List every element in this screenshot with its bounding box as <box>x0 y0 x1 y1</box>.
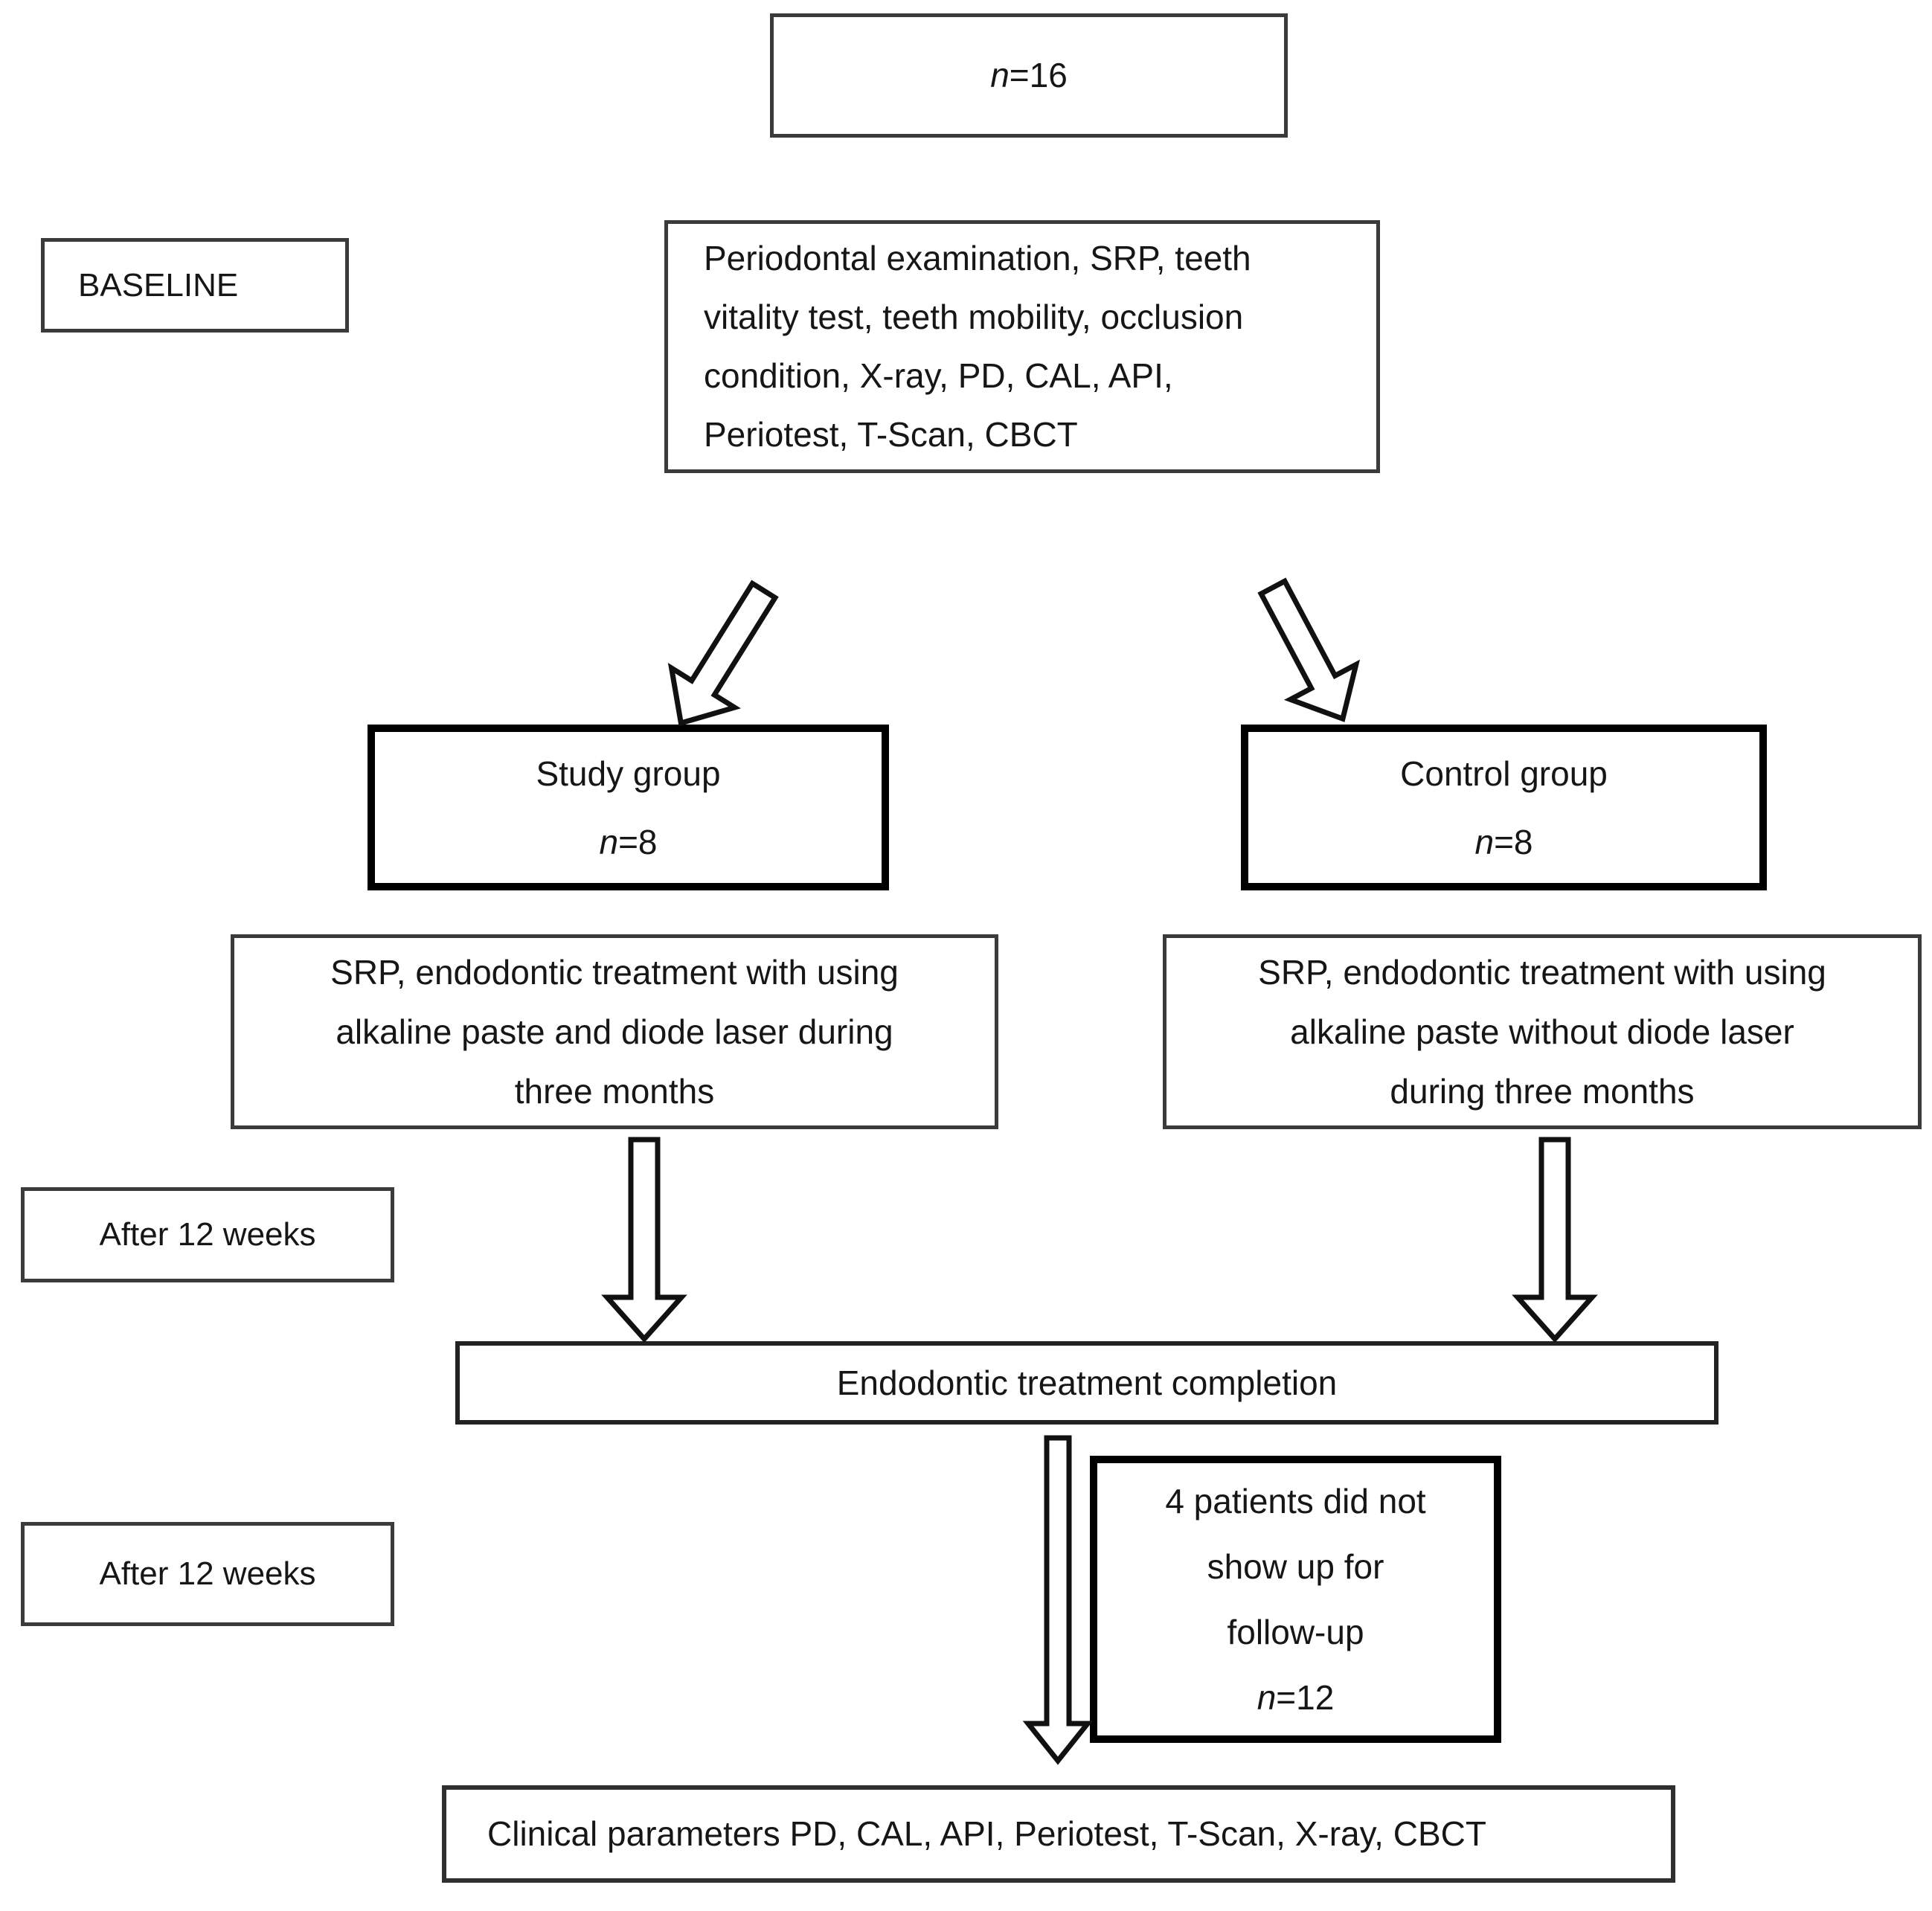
study-group-n-value: =8 <box>618 822 658 861</box>
enrollment-n-value: =16 <box>1009 56 1068 94</box>
exam-line: vitality test, teeth mobility, occlusion <box>704 298 1244 336</box>
dropout-n-value: =12 <box>1276 1678 1335 1717</box>
study-group-n-symbol: n <box>599 822 619 861</box>
control-group-n-symbol: n <box>1474 822 1495 861</box>
dropout-count: n=12 <box>1257 1665 1335 1730</box>
dropout-n-symbol: n <box>1257 1678 1277 1717</box>
dropout-box: 4 patients did not show up for follow-up… <box>1090 1456 1501 1743</box>
control-group-title: Control group <box>1400 754 1608 793</box>
baseline-label: BASELINE <box>78 266 239 303</box>
baseline-label-box: BASELINE <box>41 238 349 333</box>
control-treatment-line: during three months <box>1390 1072 1695 1111</box>
study-group-box: Study group n=8 <box>368 725 889 890</box>
control-group-count: n=8 <box>1474 808 1533 876</box>
arrow-completion-to-clinical-parameters <box>1022 1435 1094 1765</box>
baseline-exam-box: Periodontal examination, SRP, teeth vita… <box>664 220 1380 473</box>
control-group-n-value: =8 <box>1494 822 1533 861</box>
study-group-count: n=8 <box>599 808 657 876</box>
study-treatment-box: SRP, endodontic treatment with using alk… <box>231 934 998 1129</box>
dropout-line: show up for <box>1207 1547 1384 1586</box>
exam-line: condition, X-ray, PD, CAL, API, <box>704 356 1173 395</box>
study-treatment-line: three months <box>514 1072 715 1111</box>
study-treatment-line: alkaline paste and diode laser during <box>336 1012 893 1051</box>
clinical-parameters-label: Clinical parameters PD, CAL, API, Periot… <box>487 1814 1486 1853</box>
exam-line: Periodontal examination, SRP, teeth <box>704 239 1251 277</box>
after-12-weeks-box-second: After 12 weeks <box>21 1522 394 1626</box>
arrow-control-treatment-to-completion <box>1512 1137 1598 1343</box>
completion-label: Endodontic treatment completion <box>836 1363 1338 1402</box>
enrollment-box: n=16 <box>770 13 1288 138</box>
dropout-line: 4 patients did not <box>1165 1482 1426 1520</box>
exam-line: Periotest, T-Scan, CBCT <box>704 415 1078 454</box>
after-12-weeks-label: After 12 weeks <box>99 1555 316 1592</box>
study-group-title: Study group <box>536 754 721 793</box>
arrow-baseline-to-study-group <box>667 579 779 727</box>
after-12-weeks-box-first: After 12 weeks <box>21 1187 394 1282</box>
enrollment-n-symbol: n <box>990 56 1010 94</box>
control-treatment-box: SRP, endodontic treatment with using alk… <box>1163 934 1922 1129</box>
enrollment-count: n=16 <box>990 46 1068 105</box>
study-treatment-line: SRP, endodontic treatment with using <box>330 953 899 992</box>
completion-box: Endodontic treatment completion <box>455 1341 1718 1425</box>
control-treatment-line: alkaline paste without diode laser <box>1290 1012 1794 1051</box>
arrow-study-treatment-to-completion <box>601 1137 687 1343</box>
control-treatment-line: SRP, endodontic treatment with using <box>1258 953 1826 992</box>
after-12-weeks-label: After 12 weeks <box>99 1216 316 1253</box>
control-group-box: Control group n=8 <box>1241 725 1767 890</box>
dropout-line: follow-up <box>1227 1613 1364 1651</box>
clinical-parameters-box: Clinical parameters PD, CAL, API, Periot… <box>442 1785 1675 1883</box>
arrow-baseline-to-control-group <box>1257 577 1361 722</box>
